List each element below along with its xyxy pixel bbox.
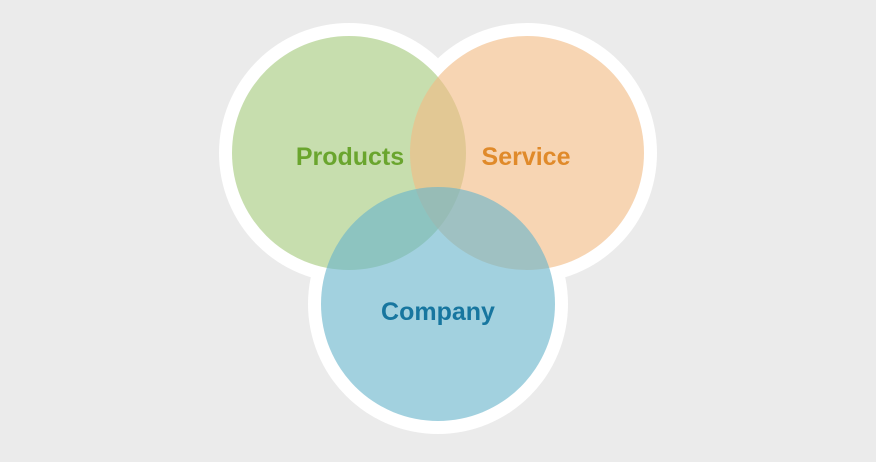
venn-labels: Products Service Company — [296, 143, 571, 326]
label-products: Products — [296, 143, 404, 171]
label-company: Company — [381, 298, 495, 326]
venn-sets — [232, 36, 644, 421]
circle-company — [321, 187, 555, 421]
label-service: Service — [482, 143, 571, 171]
